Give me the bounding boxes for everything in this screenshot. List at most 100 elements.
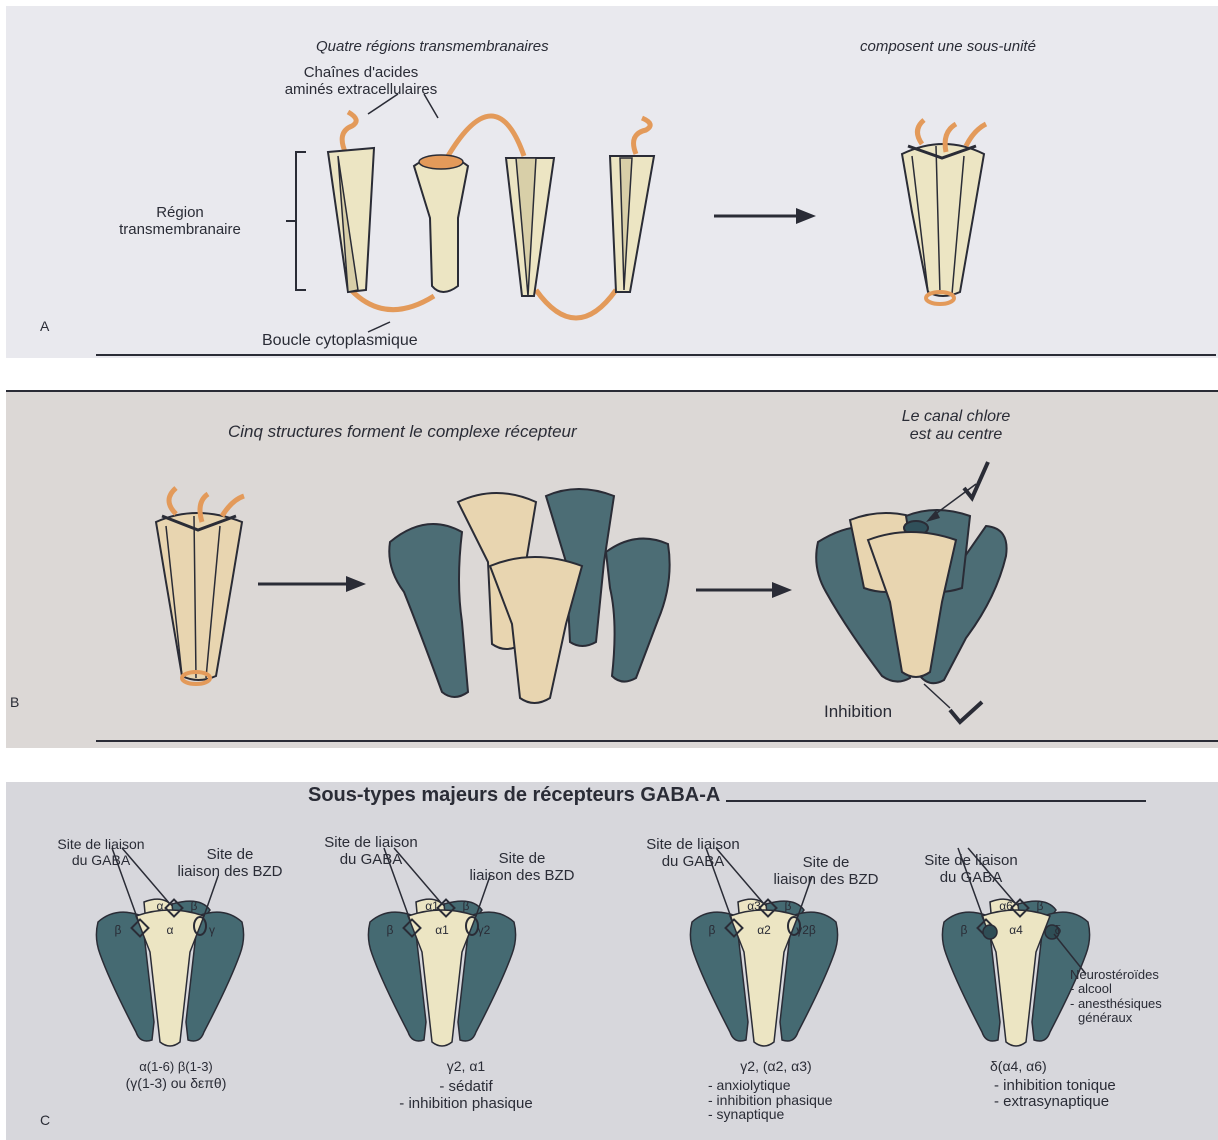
subunit-teal-left	[389, 524, 468, 697]
panel-a-title-right: composent une sous-unité	[860, 38, 1036, 55]
effects-3-item-2: - inhibition phasique	[708, 1093, 833, 1108]
receptor-complex	[816, 510, 1006, 683]
receptor-2-subunit-label-3: β	[387, 923, 394, 937]
receptor-4-subunit-label-5: δ	[1055, 923, 1062, 937]
panel-c-letter: C	[40, 1112, 50, 1128]
receptor-1-subunit-label-4: α	[167, 923, 174, 937]
effects-4-item-2: - extrasynaptique	[994, 1094, 1116, 1110]
panel-a-title-left: Quatre régions transmembranaires	[316, 38, 549, 55]
composition-2: γ2, α1	[366, 1058, 566, 1074]
neurosteroid-item-3: généraux	[1070, 1011, 1162, 1025]
extracellular-label-line2: aminés extracellulaires	[236, 81, 486, 98]
receptor-1-subunit-label-2: β	[191, 899, 198, 913]
neurosteroid-site-a	[983, 925, 997, 939]
helix-4	[610, 156, 654, 292]
gaba-site-label-4-line1: Site de liaison	[896, 852, 1046, 869]
panel-c: Sous-types majeurs de récepteurs GABA-A …	[6, 782, 1218, 1140]
five-subunits	[389, 489, 669, 703]
composition-1-line1: α(1-6) β(1-3)	[86, 1060, 266, 1075]
bzd-site-label-1: Site de liaison des BZD	[150, 846, 310, 881]
assembled-subunit	[902, 120, 986, 304]
effects-3-item-3: - synaptique	[708, 1107, 833, 1122]
bzd-site-label-3-line2: liaison des BZD	[746, 871, 906, 888]
receptor-2-subunit-label-1: α1	[425, 899, 439, 913]
helix-2	[414, 155, 468, 292]
panel-b-drawing	[6, 392, 1218, 748]
neurosteroid-item-2: - anesthésiques	[1070, 997, 1162, 1011]
subunit-teal-right	[606, 539, 670, 682]
receptor-2-subunit-label-5: γ2	[478, 923, 491, 937]
transmembrane-bracket	[286, 152, 306, 290]
arrow-b-1	[258, 576, 366, 592]
panel-a-rule	[96, 354, 1216, 356]
composition-1: α(1-6) β(1-3) (γ(1-3) ou δεπθ)	[86, 1060, 266, 1091]
panel-b-bottom-rule	[96, 740, 1218, 742]
effects-4: - inhibition tonique - extrasynaptique	[994, 1078, 1116, 1110]
bzd-site-label-3-line1: Site de	[746, 854, 906, 871]
receptor-3-subunit-label-4: α2	[757, 923, 771, 937]
bzd-site-label-1-line2: liaison des BZD	[150, 863, 310, 880]
receptor-3-subunit-label-2: β	[785, 899, 792, 913]
check-bottom	[950, 702, 982, 722]
neurosteroid-item-1: - alcool	[1070, 982, 1162, 996]
receptor-4-subunit-label-1: α6	[999, 899, 1013, 913]
receptor-4-subunit-label-3: β	[961, 923, 968, 937]
gaba-site-label-4-line2: du GABA	[896, 869, 1046, 886]
receptor-2-subunit-label-2: β	[463, 899, 470, 913]
receptor-1-subunit-label-5: γ	[209, 923, 215, 937]
loop-label: Boucle cytoplasmique	[262, 332, 418, 350]
panel-b: Cinq structures forment le complexe réce…	[6, 392, 1218, 748]
gaba-site-label-2-line1: Site de liaison	[296, 834, 446, 851]
composition-1-line2: (γ(1-3) ou δεπθ)	[86, 1075, 266, 1091]
helix-3	[506, 158, 554, 296]
channel-label: Le canal chlore est au centre	[856, 408, 1056, 445]
panel-a: Quatre régions transmembranaires compose…	[6, 6, 1218, 358]
subunit-b	[156, 488, 244, 684]
composition-4: δ(α4, α6)	[990, 1058, 1047, 1074]
bzd-pointer-1	[204, 876, 218, 916]
gaba-site-label-1-line2: du GABA	[36, 852, 166, 868]
receptor-1-subunit-label-1: α	[157, 899, 164, 913]
gaba-site-label-2: Site de liaison du GABA	[296, 834, 446, 869]
panel-b-title: Cinq structures forment le complexe réce…	[228, 422, 577, 442]
transmembrane-label: Région transmembranaire	[80, 204, 280, 239]
neurosteroid-label: Neurostéroïdes - alcool - anesthésiques …	[1070, 968, 1162, 1025]
receptor-2-subunit-label-4: α1	[435, 923, 449, 937]
gaba-site-label-4: Site de liaison du GABA	[896, 852, 1046, 887]
extracellular-label-line1: Chaînes d'acides	[236, 64, 486, 81]
effects-2-item-2: - inhibition phasique	[356, 1095, 576, 1112]
extracellular-label: Chaînes d'acides aminés extracellulaires	[236, 64, 486, 99]
panel-b-letter: B	[10, 694, 19, 710]
arrow-a	[714, 208, 816, 224]
bzd-site-label-1-line1: Site de	[150, 846, 310, 863]
effects-2-item-1: - sédatif	[356, 1078, 576, 1095]
neurosteroid-label-title: Neurostéroïdes	[1070, 968, 1162, 982]
receptor-3-subunit-label-5: γ2β	[796, 923, 816, 937]
check-top	[964, 462, 988, 498]
extracellular-tail-1	[342, 112, 356, 154]
effects-2: - sédatif - inhibition phasique	[356, 1078, 576, 1113]
bzd-site-label-2: Site de liaison des BZD	[442, 850, 602, 885]
transmembrane-label-line2: transmembranaire	[80, 221, 280, 238]
receptor-3-subunit-label-1: α3	[747, 899, 761, 913]
effects-3-item-1: - anxiolytique	[708, 1078, 833, 1093]
gaba-site-label-3-line1: Site de liaison	[618, 836, 768, 853]
panel-a-letter: A	[40, 318, 49, 334]
receptor-3-subunit-label-3: β	[709, 923, 716, 937]
bzd-site-label-2-line1: Site de	[442, 850, 602, 867]
gaba-site-label-2-line2: du GABA	[296, 851, 446, 868]
receptor-4-subunit-label-2: β	[1037, 899, 1044, 913]
channel-label-line2: est au centre	[856, 426, 1056, 444]
loop-pointer	[368, 322, 390, 332]
inhibition-pointer	[924, 684, 950, 708]
panel-a-drawing	[6, 6, 1218, 358]
transmembrane-label-line1: Région	[80, 204, 280, 221]
gaba-site-label-1: Site de liaison du GABA	[36, 836, 166, 868]
channel-label-line1: Le canal chlore	[856, 408, 1056, 426]
gaba-site-label-1-line1: Site de liaison	[36, 836, 166, 852]
bzd-site-label-2-line2: liaison des BZD	[442, 867, 602, 884]
arrow-b-2	[696, 582, 792, 598]
effects-3: - anxiolytique - inhibition phasique - s…	[708, 1078, 833, 1122]
bzd-site-label-3: Site de liaison des BZD	[746, 854, 906, 889]
receptor-1-subunit-label-3: β	[115, 923, 122, 937]
